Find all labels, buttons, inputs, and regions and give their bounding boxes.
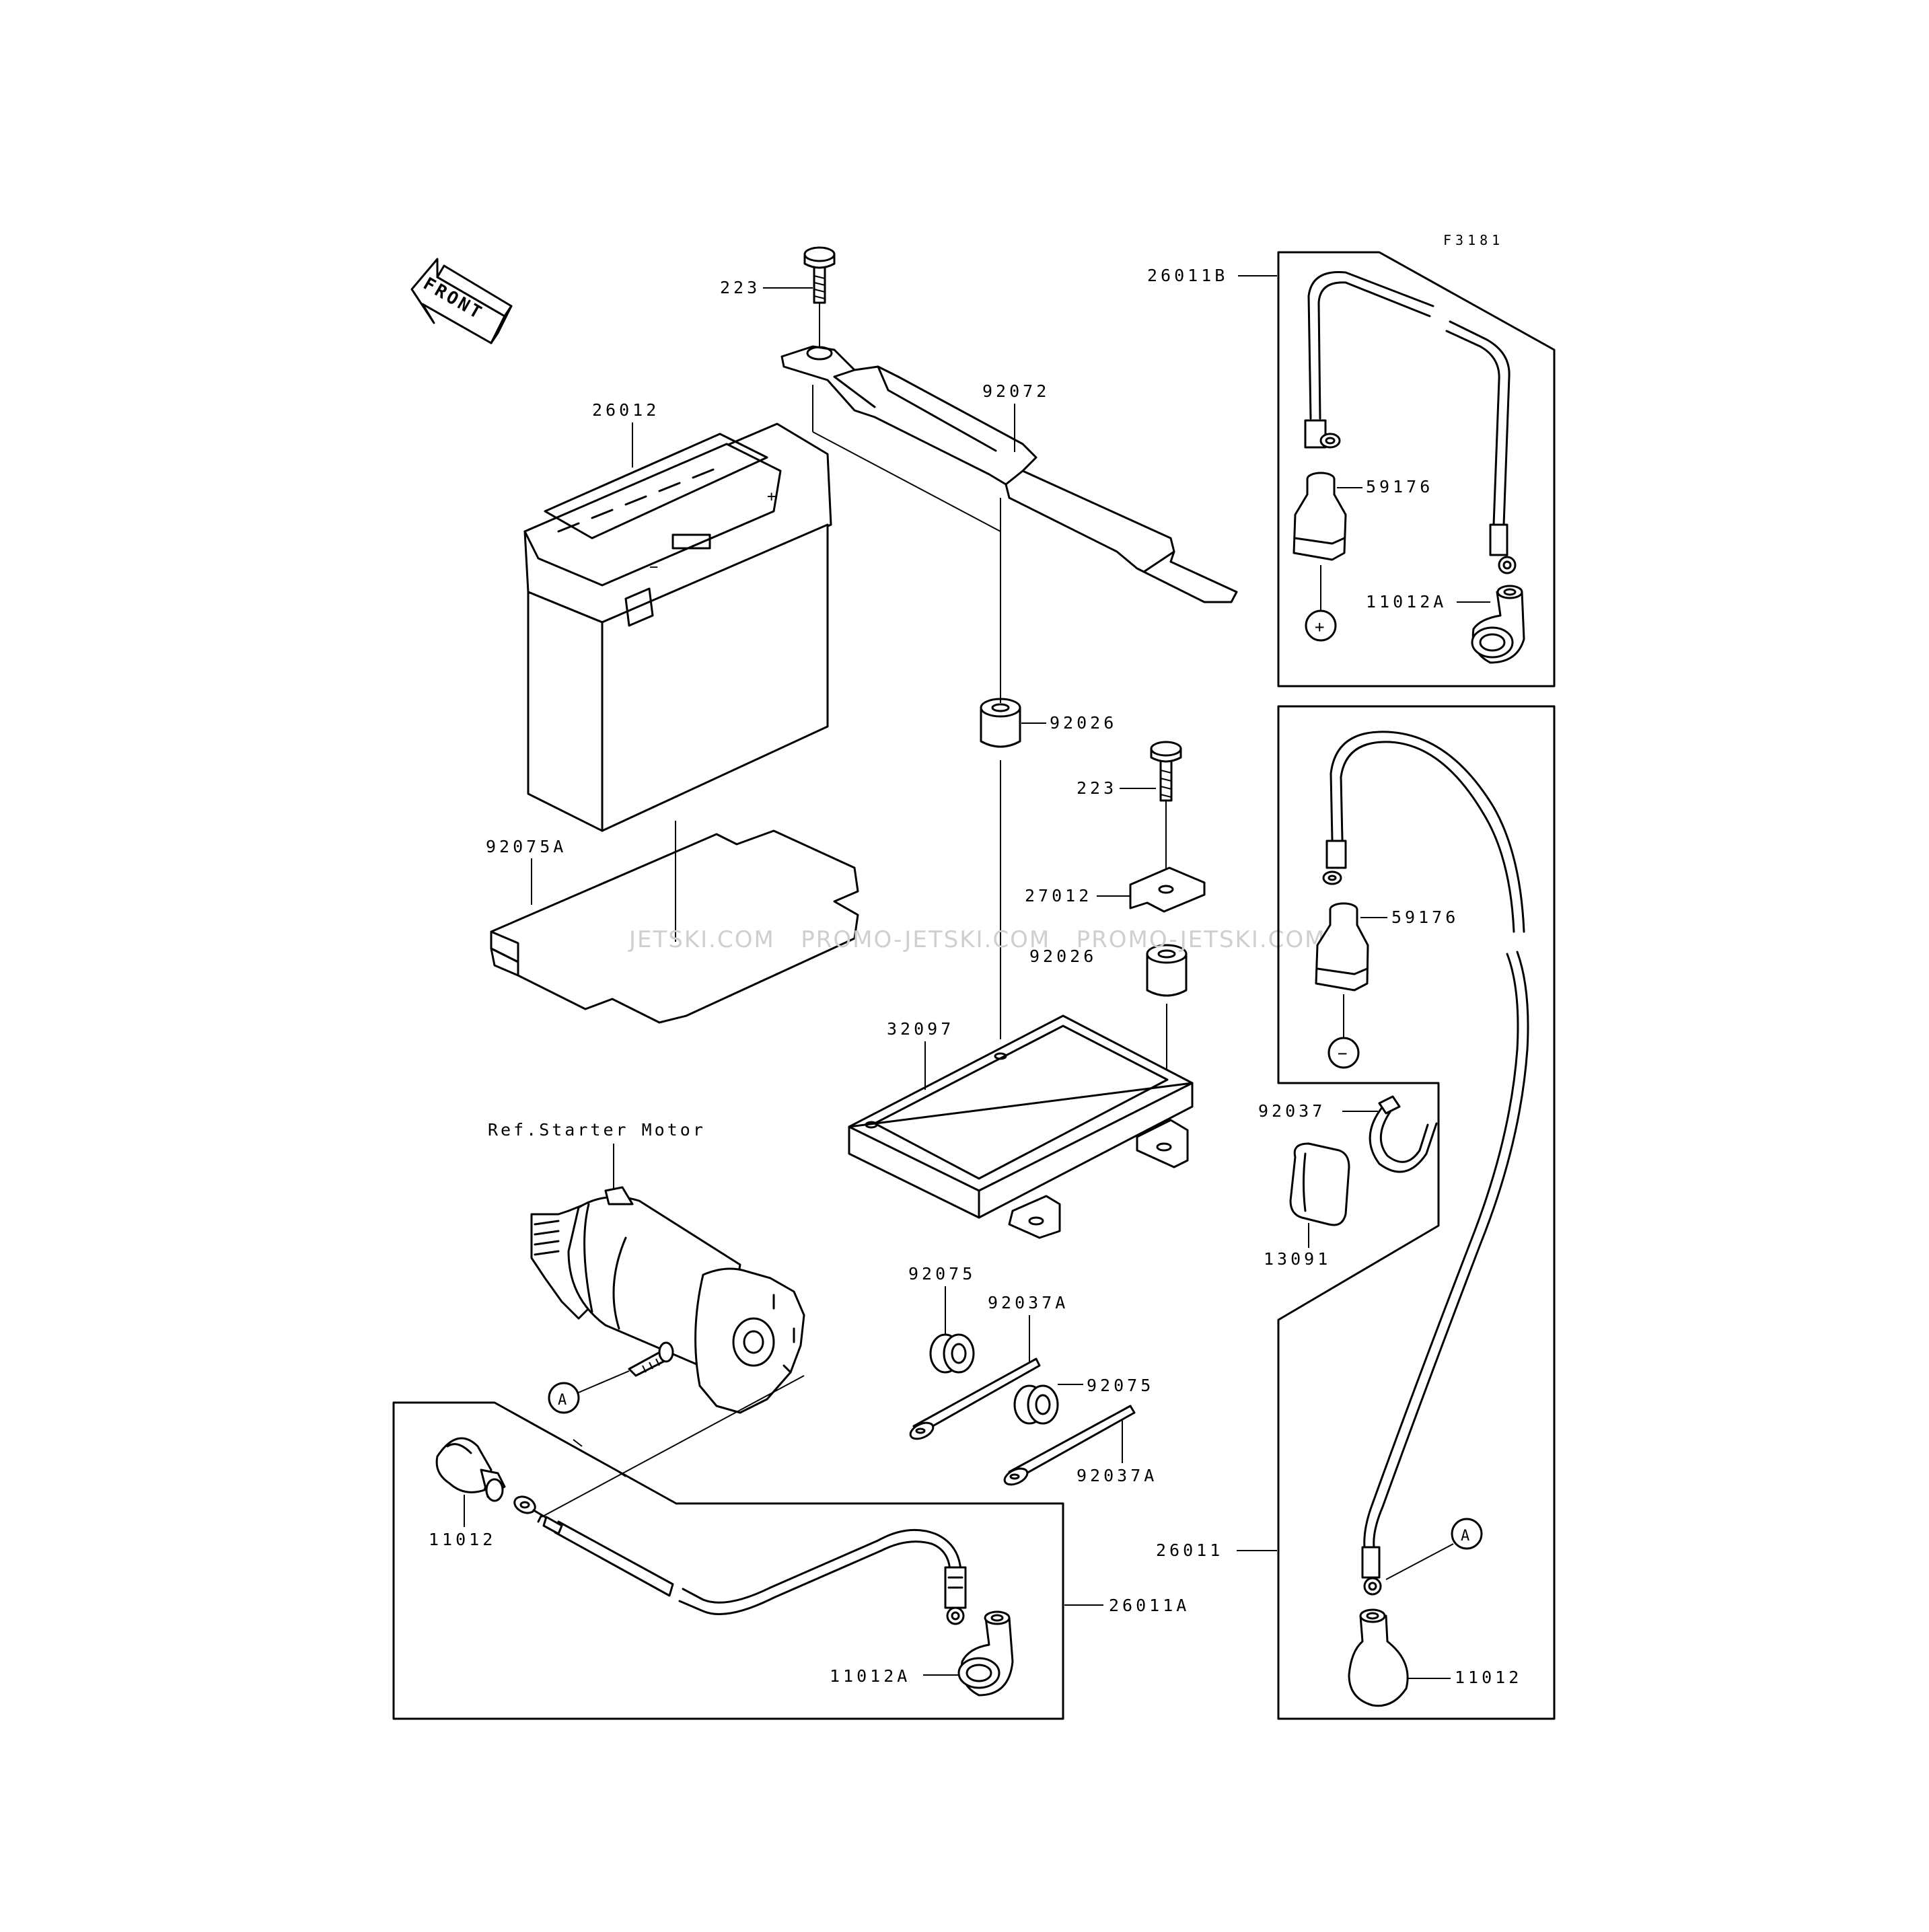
watermark: JETSKI.COM PROMO-JETSKI.COM PROMO-JETSKI… — [628, 926, 1326, 953]
watermark-text: JETSKI.COM PROMO-JETSKI.COM PROMO-JETSKI… — [628, 926, 1326, 953]
label-bracket: 27012 — [1025, 886, 1092, 905]
strap — [780, 345, 1238, 603]
bracket — [1129, 866, 1206, 913]
cover-minus — [1315, 902, 1369, 992]
label-pin-2: 92037A — [1077, 1466, 1157, 1485]
label-cover-minus: 59176 — [1391, 907, 1459, 927]
marker-a-right — [1451, 1518, 1483, 1550]
label-cable-a: 26011A — [1109, 1596, 1190, 1615]
battery-tray — [848, 1014, 1194, 1239]
label-grommet-1: 92075 — [908, 1264, 976, 1284]
cover-plus — [1293, 472, 1347, 561]
figure-code: F3181 — [1443, 232, 1504, 248]
box-cable-main — [1277, 705, 1556, 1720]
label-terminal-b: 11012A — [1366, 592, 1447, 611]
marker-a-right-text: A — [1461, 1528, 1469, 1545]
label-clamp: 92037 — [1258, 1101, 1325, 1121]
clamp — [1369, 1095, 1438, 1173]
starter-motor — [530, 1186, 805, 1414]
cable-a — [513, 1495, 967, 1625]
pin-1 — [909, 1358, 1041, 1440]
label-bolt-top: 223 — [720, 278, 760, 297]
svg-text:−: − — [649, 559, 658, 576]
cap-small — [1289, 1142, 1350, 1226]
minus-marker — [1327, 1037, 1360, 1069]
front-arrow-icon: FRONT — [410, 258, 513, 344]
stud-a — [628, 1341, 674, 1377]
label-cap-right: 11012 — [1455, 1668, 1522, 1687]
label-bolt-mid: 223 — [1077, 778, 1117, 798]
label-strap: 92072 — [982, 381, 1050, 401]
label-pin-1: 92037A — [988, 1293, 1068, 1312]
label-cable-main: 26011 — [1156, 1540, 1223, 1560]
label-cover-plus: 59176 — [1366, 477, 1433, 496]
marker-a-left — [548, 1382, 580, 1414]
box-cable-b — [1277, 251, 1556, 688]
minus-symbol: − — [1338, 1044, 1347, 1063]
pin-2 — [1003, 1405, 1136, 1486]
cap-left — [435, 1437, 506, 1502]
plus-marker — [1305, 609, 1337, 642]
box-cable-a — [392, 1401, 1064, 1720]
label-starter-ref: Ref.Starter Motor — [488, 1120, 706, 1140]
label-pad: 92075A — [486, 837, 567, 856]
label-cable-b: 26011B — [1147, 266, 1228, 285]
terminal-a — [957, 1610, 1014, 1697]
grommet-2 — [1013, 1384, 1059, 1425]
label-tray: 32097 — [887, 1019, 954, 1039]
label-battery: 26012 — [592, 400, 659, 420]
battery: + − — [523, 422, 832, 832]
terminal-b — [1471, 585, 1525, 664]
label-cap-left: 11012 — [429, 1530, 496, 1549]
label-grommet-2: 92075 — [1087, 1376, 1154, 1395]
label-terminal-a: 11012A — [830, 1666, 910, 1686]
label-collar-mid: 92026 — [1029, 946, 1097, 966]
marker-a-left-text: A — [558, 1392, 567, 1409]
bolt-top — [803, 246, 836, 353]
svg-text:+: + — [767, 488, 776, 505]
cable-b — [1304, 270, 1517, 574]
grommet-1 — [929, 1333, 975, 1374]
label-cap-small: 13091 — [1264, 1249, 1331, 1269]
battery-pad — [490, 829, 859, 1024]
cap-right — [1348, 1608, 1409, 1707]
plus-symbol: + — [1315, 618, 1324, 636]
collar-top — [980, 698, 1021, 748]
cable-main — [1322, 731, 1529, 1596]
bolt-mid — [1150, 741, 1182, 887]
collar-mid — [1146, 944, 1188, 997]
label-collar-top: 92026 — [1050, 713, 1117, 733]
